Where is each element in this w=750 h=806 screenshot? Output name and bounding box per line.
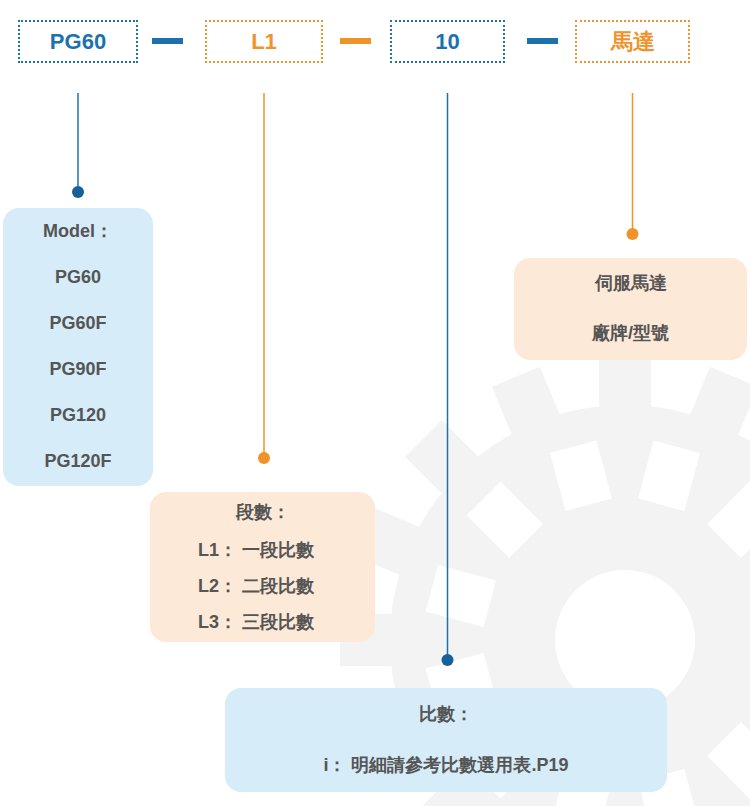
box-heading: 伺服馬達 (522, 258, 739, 308)
model-panel: Model：PG60PG60FPG90FPG120PG120F (3, 208, 153, 486)
leader-line (77, 93, 79, 192)
gear-hole (707, 722, 750, 798)
leader-dot (258, 452, 270, 464)
ratio-panel: 比數：i： 明細請參考比數選用表.P19 (225, 688, 667, 792)
box-heading: 段數： (158, 492, 367, 532)
gear-hole (426, 565, 496, 627)
motor-panel: 伺服馬達廠牌/型號 (514, 258, 747, 360)
box-heading: 10 (435, 29, 459, 55)
leader-line (632, 93, 634, 234)
stage-code-box: L1 (205, 20, 323, 63)
leader-connector (627, 93, 639, 240)
box-line: PG60F (11, 300, 145, 346)
box-heading: PG60 (50, 29, 106, 55)
orange-dash (340, 38, 371, 44)
box-line: PG90F (11, 346, 145, 392)
leader-connector (442, 93, 454, 666)
stage-panel: 段數：L1： 一段比數L2： 二段比數L3： 三段比數 (150, 492, 375, 642)
leader-dot (72, 186, 84, 198)
leader-connector (258, 93, 270, 464)
box-heading: 馬達 (611, 27, 655, 57)
gear-hole (550, 441, 612, 511)
box-line: L2： 二段比數 (158, 568, 367, 604)
blue-dash (527, 38, 558, 44)
model-code-box: PG60 (18, 20, 138, 63)
box-line: PG60 (11, 254, 145, 300)
leader-dot (442, 654, 454, 666)
box-line: 廠牌/型號 (522, 308, 739, 358)
leader-connector (72, 93, 84, 198)
ratio-code-box: 10 (390, 20, 505, 63)
box-heading: L1 (251, 29, 277, 55)
blue-dash (152, 38, 183, 44)
box-line: PG120F (11, 438, 145, 484)
motor-code-box: 馬達 (575, 20, 690, 63)
leader-line (447, 93, 449, 660)
box-heading: 比數： (233, 688, 659, 740)
leader-dot (627, 228, 639, 240)
gear-hole (638, 441, 700, 511)
box-heading: Model： (11, 208, 145, 254)
gear-hole (467, 482, 543, 558)
box-line: PG120 (11, 392, 145, 438)
leader-line (263, 93, 265, 458)
box-line: L3： 三段比數 (158, 604, 367, 640)
gear-hole (707, 482, 750, 558)
box-line: i： 明細請參考比數選用表.P19 (233, 740, 659, 790)
box-line: L1： 一段比數 (158, 532, 367, 568)
